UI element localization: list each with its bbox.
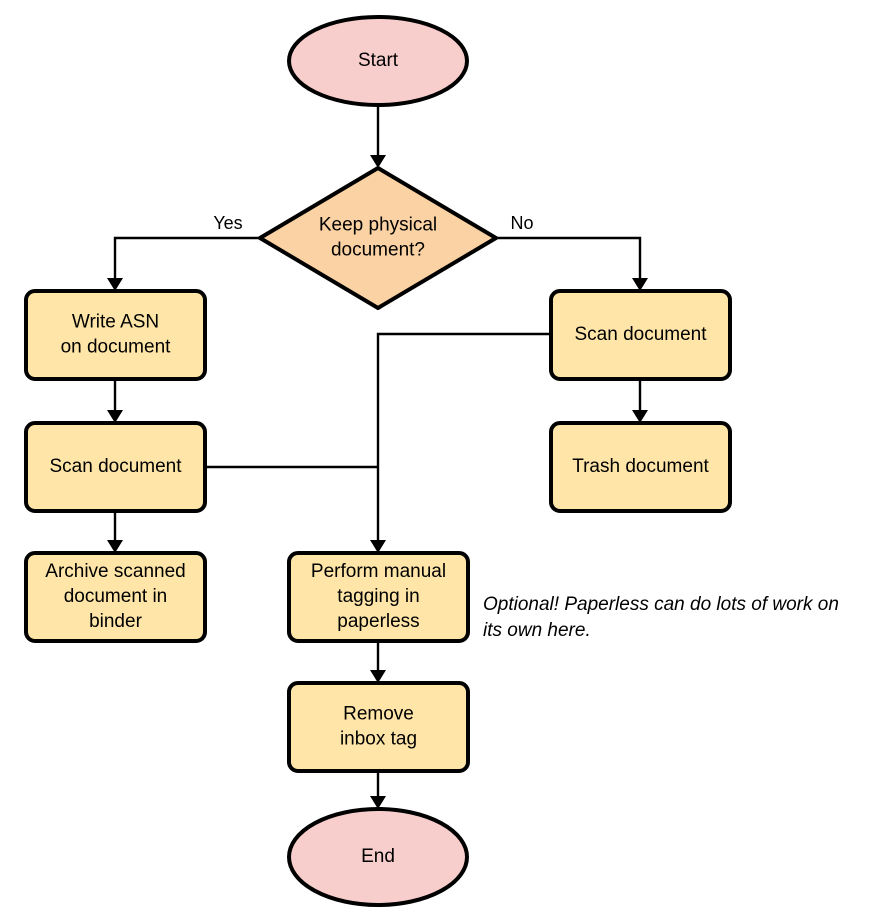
edge-remove-inbox-to-end [370,771,386,809]
arrowhead-icon [370,540,386,553]
arrowhead-icon [107,278,123,291]
node-scan-right[interactable]: Scan document [549,289,732,381]
edge-decision-no: No [496,213,648,291]
node-label: Scan document [49,456,182,477]
arrowhead-icon [107,540,123,553]
process-shape [549,421,732,513]
process-shape [549,289,732,381]
edge-scan-right-to-trash [632,379,648,423]
terminator-shape [287,807,469,907]
process-shape [24,551,207,643]
arrowhead-icon [632,278,648,291]
process-shape [24,289,207,381]
node-label: End [361,846,395,867]
terminator-shape [287,15,469,107]
edge-label-decision-yes: Yes [213,213,242,233]
process-shape [24,421,207,513]
arrowhead-icon [370,670,386,683]
edge-start-to-decision [370,105,386,168]
process-shape [287,551,470,643]
edges-layer: Yes No [107,105,648,809]
arrowhead-icon [632,410,648,423]
node-trash[interactable]: Trash document [549,421,732,513]
edge-decision-yes: Yes [107,213,260,291]
arrowhead-icon [370,155,386,168]
edge-label-decision-no: No [510,213,533,233]
node-end[interactable]: End [287,807,469,907]
node-label: Scan document [574,324,707,345]
annotation-optional-note: Optional! Paperless can do lots of work … [483,594,839,641]
node-label: Start [358,50,399,71]
edge-tagging-to-remove-inbox [370,641,386,683]
edge-scan-right-to-tagging [370,332,551,553]
edge-line [376,332,551,542]
node-label: Trash document [572,456,709,477]
decision-shape [258,166,498,310]
arrowhead-icon [107,410,123,423]
node-start[interactable]: Start [287,15,469,107]
edge-line [496,236,642,280]
process-shape [287,681,470,773]
arrowhead-icon [370,796,386,809]
notes-layer: Optional! Paperless can do lots of work … [483,594,839,641]
node-scan-left[interactable]: Scan document [24,421,207,513]
edge-write-asn-to-scan-left [107,379,123,423]
edge-line [113,236,260,280]
edge-scan-left-to-archive [107,511,123,553]
